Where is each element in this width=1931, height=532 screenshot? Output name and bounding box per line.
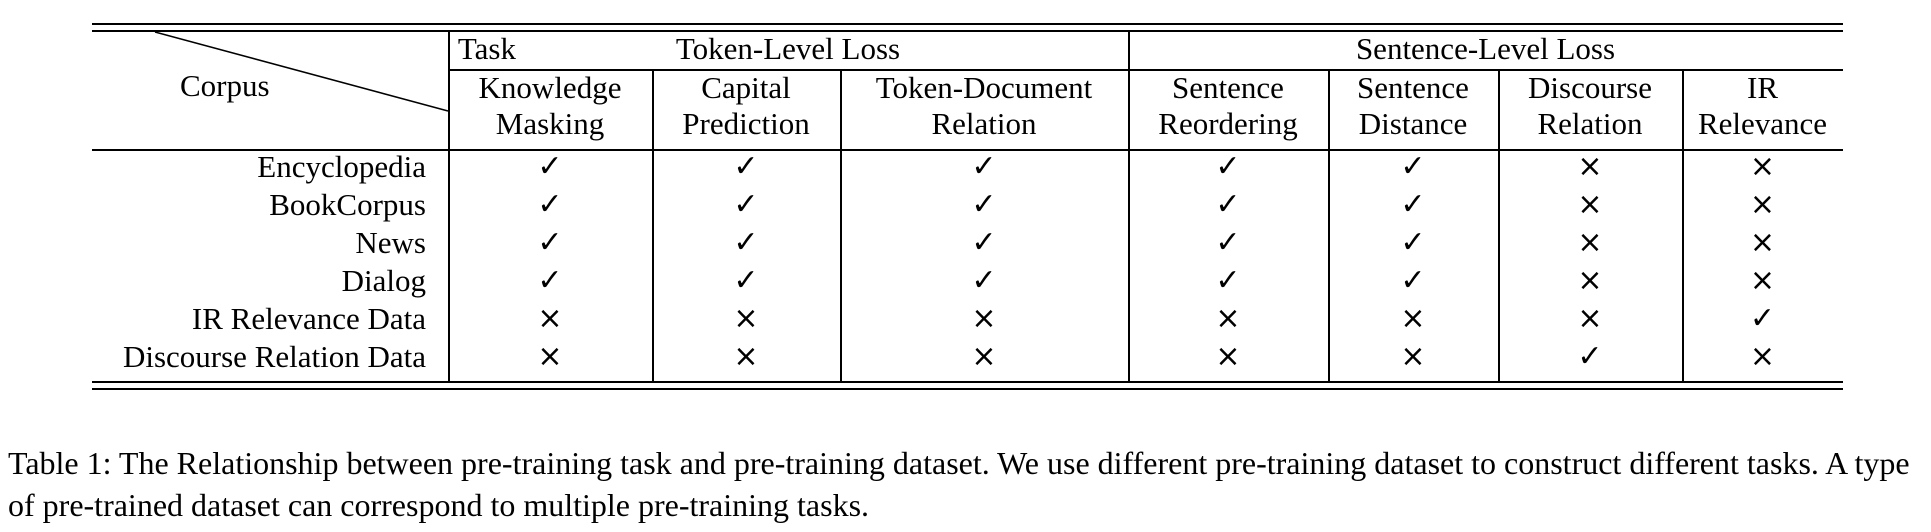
check-mark-icon: ✓ (733, 187, 759, 222)
corner-task-label: Task (457, 31, 516, 66)
corner-diagonal (154, 32, 449, 112)
cross-mark-icon: × (1577, 225, 1603, 260)
cross-mark-icon: × (971, 301, 997, 336)
col-header-capital-prediction-1: Capital (701, 70, 791, 105)
vline-col-1 (652, 70, 654, 383)
col-header-sentence-reordering-1: Sentence (1172, 70, 1284, 105)
vline-col-2 (840, 70, 842, 383)
top-rule-1 (92, 23, 1843, 25)
check-mark-icon: ✓ (733, 225, 759, 260)
bottom-rule-2 (92, 388, 1843, 390)
check-mark-icon: ✓ (1400, 263, 1426, 298)
vline-corpus (448, 32, 450, 383)
cross-mark-icon: × (1400, 339, 1426, 374)
vline-col-4 (1328, 70, 1330, 383)
row-label: News (355, 225, 426, 260)
table-caption: Table 1: The Relationship between pre-tr… (8, 445, 1910, 523)
col-header-capital-prediction-2: Prediction (682, 106, 810, 141)
check-mark-icon: ✓ (537, 225, 563, 260)
row-label: Encyclopedia (257, 149, 426, 184)
check-mark-icon: ✓ (1215, 225, 1241, 260)
bottom-rule-1 (92, 381, 1843, 383)
check-mark-icon: ✓ (1749, 301, 1776, 336)
vline-col-6 (1682, 70, 1684, 383)
check-mark-icon: ✓ (733, 149, 759, 184)
check-mark-icon: ✓ (537, 187, 563, 222)
check-mark-icon: ✓ (1400, 149, 1426, 184)
col-header-sentence-distance-1: Sentence (1357, 70, 1469, 105)
cross-mark-icon: × (1400, 301, 1426, 336)
col-header-knowledge-masking-1: Knowledge (478, 70, 622, 105)
check-mark-icon: ✓ (537, 263, 563, 298)
col-header-ir-relevance-2: Relevance (1697, 106, 1828, 141)
cross-mark-icon: × (1749, 149, 1776, 184)
col-header-token-document-relation-1: Token-Document (875, 70, 1093, 105)
check-mark-icon: ✓ (971, 225, 997, 260)
check-mark-icon: ✓ (1577, 339, 1603, 374)
check-mark-icon: ✓ (1400, 187, 1426, 222)
cross-mark-icon: × (1749, 263, 1776, 298)
cross-mark-icon: × (1577, 301, 1603, 336)
col-header-sentence-distance-2: Distance (1358, 106, 1468, 141)
check-mark-icon: ✓ (733, 263, 759, 298)
cross-mark-icon: × (1577, 149, 1603, 184)
row-label: Dialog (341, 263, 426, 298)
cross-mark-icon: × (1577, 187, 1603, 222)
cross-mark-icon: × (1577, 263, 1603, 298)
cross-mark-icon: × (537, 301, 563, 336)
cross-mark-icon: × (1749, 187, 1776, 222)
check-mark-icon: ✓ (971, 263, 997, 298)
group-underline (448, 69, 1843, 71)
cross-mark-icon: × (1215, 339, 1241, 374)
col-header-discourse-relation-1: Discourse (1528, 70, 1652, 105)
col-header-token-document-relation-2: Relation (931, 106, 1037, 141)
results-table: Task Corpus Token-Level Loss Sentence-Le… (92, 23, 1843, 390)
cross-mark-icon: × (971, 339, 997, 374)
group-header-token: Token-Level Loss (675, 31, 901, 66)
vline-col-5 (1498, 70, 1500, 383)
corner-corpus-label: Corpus (180, 68, 270, 103)
check-mark-icon: ✓ (1215, 149, 1241, 184)
row-label: BookCorpus (269, 187, 426, 222)
header-rule (92, 149, 1843, 151)
vline-group (1128, 32, 1130, 383)
col-header-knowledge-masking-2: Masking (495, 106, 605, 141)
check-mark-icon: ✓ (1215, 187, 1241, 222)
top-rule-2 (92, 30, 1843, 32)
check-mark-icon: ✓ (1400, 225, 1426, 260)
cross-mark-icon: × (1749, 225, 1776, 260)
cross-mark-icon: × (537, 339, 563, 374)
cross-mark-icon: × (1215, 301, 1241, 336)
cross-mark-icon: × (733, 301, 759, 336)
col-header-sentence-reordering-2: Reordering (1158, 106, 1298, 141)
group-header-sentence: Sentence-Level Loss (1355, 31, 1616, 66)
check-mark-icon: ✓ (971, 187, 997, 222)
cross-mark-icon: × (733, 339, 759, 374)
col-header-discourse-relation-2: Relation (1537, 106, 1643, 141)
check-mark-icon: ✓ (537, 149, 563, 184)
cross-mark-icon: × (1749, 339, 1776, 374)
row-label: IR Relevance Data (191, 301, 426, 336)
col-header-ir-relevance-1: IR (1747, 70, 1778, 105)
row-label: Discourse Relation Data (122, 339, 426, 374)
check-mark-icon: ✓ (971, 149, 997, 184)
check-mark-icon: ✓ (1215, 263, 1241, 298)
